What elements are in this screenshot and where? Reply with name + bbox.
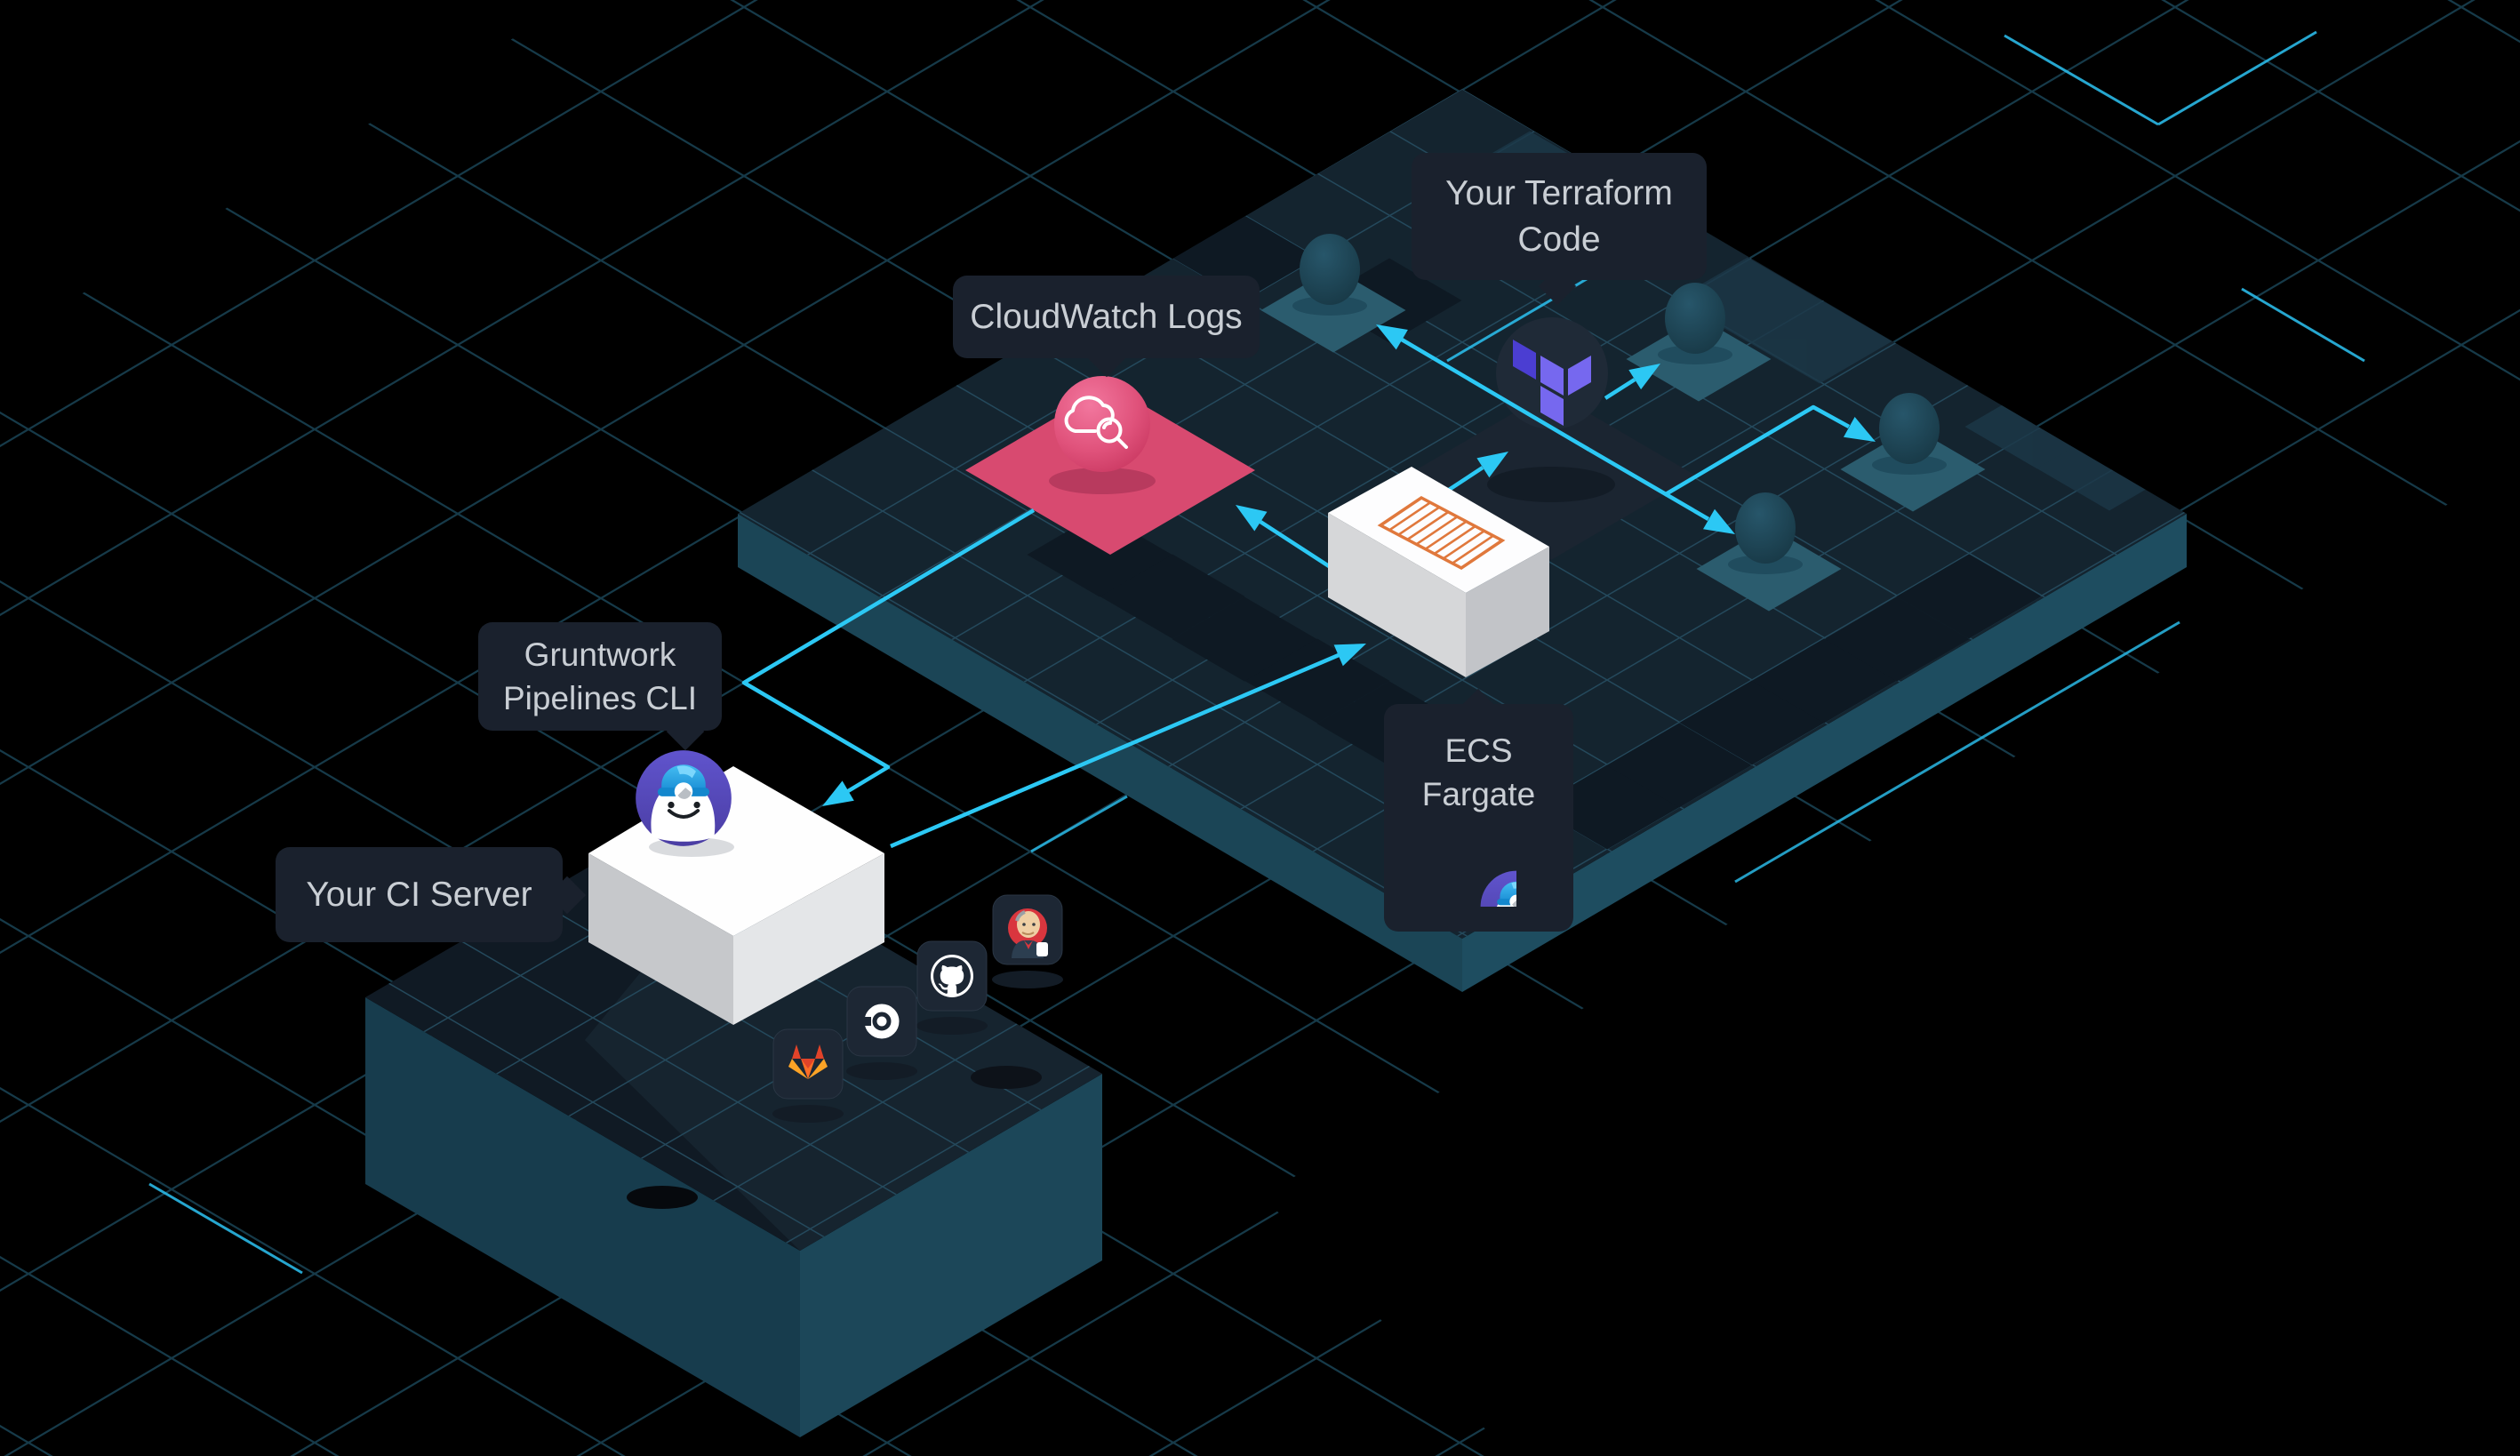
- resource-node: [1696, 492, 1842, 612]
- label-ecs-fargate: ECS Fargate: [1384, 704, 1573, 932]
- label-your-ci-server: Your CI Server: [276, 847, 563, 942]
- ecs-mascot-badge: [1442, 832, 1516, 907]
- resource-node: [1840, 393, 1986, 512]
- label-text: Gruntwork: [524, 636, 676, 673]
- label-text: Your CI Server: [306, 875, 532, 914]
- jenkins-icon: [992, 894, 1063, 988]
- resource-node: [1260, 234, 1406, 353]
- github-icon: [916, 940, 988, 1035]
- gruntwork-mascot: [634, 748, 733, 848]
- circleci-icon: [846, 986, 917, 1080]
- connection-arrows-long: [741, 508, 1366, 853]
- label-your-terraform-code: Your Terraform Code: [1412, 153, 1707, 280]
- label-text: ECS: [1444, 732, 1513, 769]
- ecs-fargate-box: [1328, 467, 1549, 677]
- platform-hole: [627, 1186, 698, 1209]
- label-gruntwork-pipelines-cli: Gruntwork Pipelines CLI: [478, 622, 722, 731]
- label-text: Your Terraform: [1445, 173, 1673, 212]
- resource-node: [1626, 283, 1772, 402]
- ci-tool-icons: [772, 894, 1063, 1123]
- label-text: CloudWatch Logs: [970, 297, 1243, 336]
- cloudwatch-node: [965, 376, 1255, 555]
- platform-hole: [971, 1066, 1042, 1089]
- ci-server-box: [588, 748, 884, 1025]
- label-text: Code: [1517, 220, 1601, 259]
- container-icon: [1377, 495, 1506, 571]
- label-text: Fargate: [1421, 776, 1536, 812]
- label-cloudwatch-logs: CloudWatch Logs: [953, 276, 1260, 358]
- grid-accent-lines: [148, 30, 2365, 1275]
- cloud-search-icon: [1064, 396, 1128, 449]
- terraform-logo-icon: [1513, 340, 1591, 426]
- gitlab-icon: [772, 1028, 844, 1123]
- label-text: Pipelines CLI: [502, 680, 697, 716]
